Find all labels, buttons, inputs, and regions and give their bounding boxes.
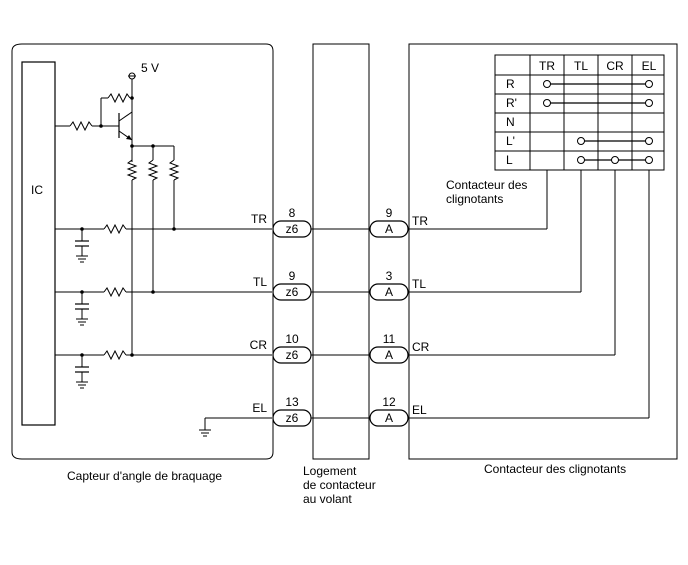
signal-label-switch: EL: [412, 403, 427, 417]
supply-label: 5 V: [141, 61, 159, 75]
table-row: R': [506, 96, 653, 110]
table-row-label: R': [506, 96, 517, 110]
a-pin-number: 9: [386, 206, 393, 220]
connector-a-label: A: [385, 411, 393, 425]
connector-a: [369, 220, 409, 238]
contact-point: [611, 156, 619, 164]
table-row: R: [506, 77, 653, 91]
ic-chip: [21, 61, 56, 426]
a-pin-number: 12: [382, 395, 396, 409]
table-row-label: L': [506, 134, 515, 148]
table-row: L': [506, 134, 653, 148]
connector-a-label: A: [385, 222, 393, 236]
z6-pin-number: 13: [285, 395, 299, 409]
contact-point: [645, 156, 653, 164]
contact-point: [577, 137, 585, 145]
contact-point: [645, 80, 653, 88]
turn-signal-switch: [408, 43, 678, 460]
connector-z6-label: z6: [286, 411, 299, 425]
table-row: N: [506, 115, 515, 129]
connector-a: [369, 283, 409, 301]
connector-z6: [272, 346, 312, 364]
housing-caption-line2: de contacteur: [303, 478, 376, 492]
connector-z6-label: z6: [286, 285, 299, 299]
signal-label-sensor: CR: [250, 338, 268, 352]
connector-a: [369, 346, 409, 364]
connector-a-label: A: [385, 285, 393, 299]
connector-z6-label: z6: [286, 222, 299, 236]
contact-point: [543, 80, 551, 88]
signal-label-sensor: EL: [252, 401, 267, 415]
a-pin-number: 11: [383, 332, 396, 346]
ic-label: IC: [31, 183, 43, 197]
table-row-label: R: [506, 77, 515, 91]
z6-pin-number: 8: [289, 206, 296, 220]
table-row-label: L: [506, 153, 513, 167]
connector-z6: [272, 409, 312, 427]
connector-a-label: A: [385, 348, 393, 362]
a-pin-number: 3: [386, 269, 393, 283]
housing-caption-line1: Logement: [303, 464, 357, 478]
signal-label-switch: TR: [412, 214, 428, 228]
z6-pin-number: 9: [289, 269, 296, 283]
signal-label-switch: CR: [412, 340, 430, 354]
switch-table: TR TL CR EL R R' N L' L: [494, 54, 665, 171]
filter-tl: [55, 286, 272, 326]
table-row-label: N: [506, 115, 515, 129]
contact-point: [645, 99, 653, 107]
table-row: L: [506, 153, 653, 167]
signal-label-sensor: TR: [251, 212, 267, 226]
table-column-header: TL: [574, 59, 588, 73]
sensor-caption: Capteur d'angle de braquage: [67, 469, 222, 483]
switch-housing: [312, 43, 370, 460]
switch-caption: Contacteur des clignotants: [484, 462, 626, 476]
signal-label-sensor: TL: [253, 275, 267, 289]
table-column-header: TR: [539, 59, 555, 73]
switch-inner-label-line2: clignotants: [446, 192, 503, 206]
z6-pin-number: 10: [285, 332, 299, 346]
connector-a: [369, 409, 409, 427]
switch-wires: [546, 170, 650, 418]
connector-z6: [272, 283, 312, 301]
steering-angle-sensor: IC 5 V: [11, 43, 274, 460]
contact-point: [645, 137, 653, 145]
el-ground: [199, 417, 272, 437]
switch-inner-label-line1: Contacteur des: [446, 178, 527, 192]
contact-point: [577, 156, 585, 164]
connector-z6: [272, 220, 312, 238]
signal-label-switch: TL: [412, 277, 426, 291]
table-column-header: CR: [606, 59, 624, 73]
connector-z6-label: z6: [286, 348, 299, 362]
filter-tr: [55, 223, 272, 263]
housing-caption-line3: au volant: [303, 492, 352, 506]
table-column-header: EL: [642, 59, 657, 73]
contact-point: [543, 99, 551, 107]
filter-cr: [55, 349, 272, 389]
